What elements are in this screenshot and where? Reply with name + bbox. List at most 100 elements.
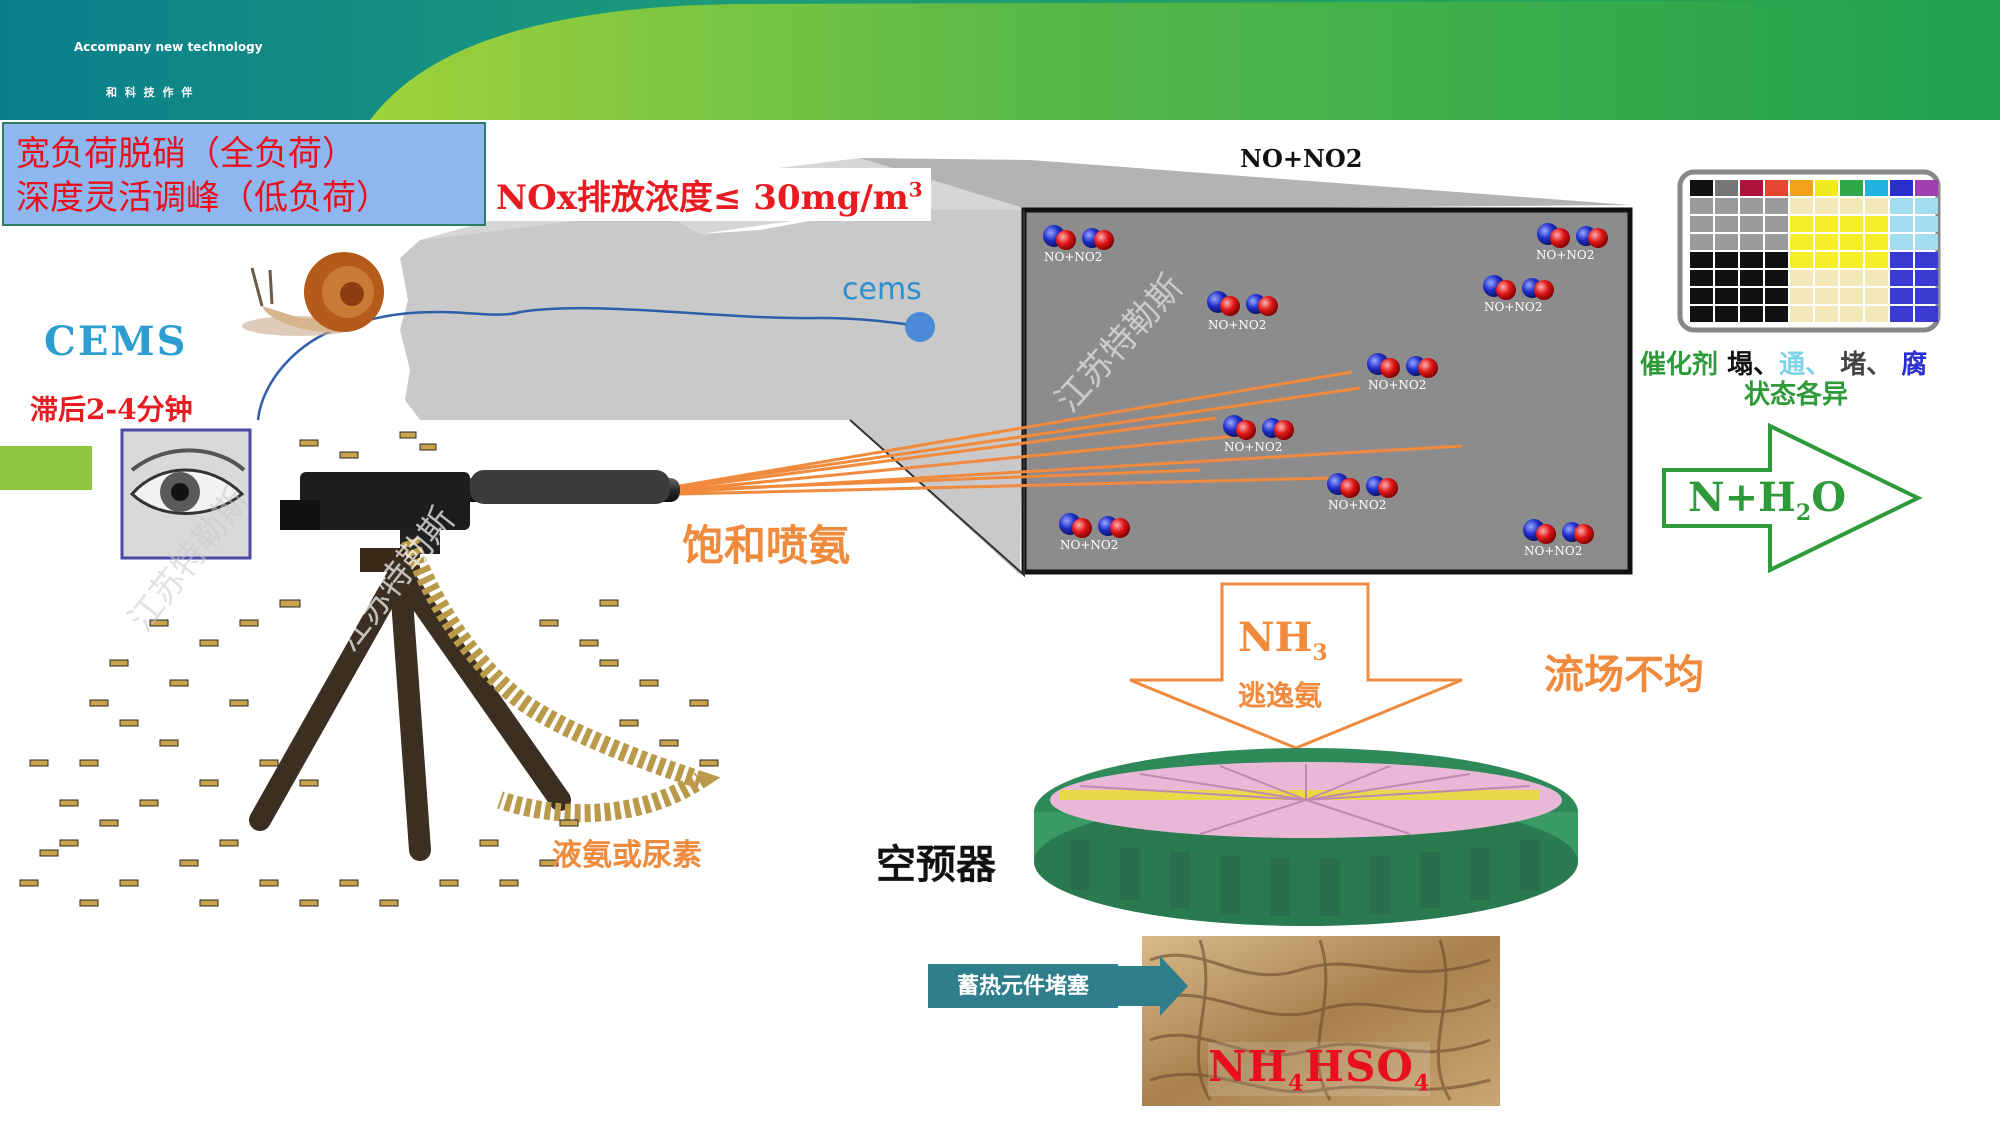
product-suffix: O (1811, 474, 1847, 521)
catalyst-cell (1815, 180, 1838, 196)
air-preheater-image (1034, 748, 1578, 926)
salt-mid: HSO (1304, 1042, 1414, 1091)
ammonia-slip-arrow (1129, 582, 1463, 750)
snail-icon (242, 252, 384, 336)
catalyst-cell (1840, 288, 1863, 304)
catalyst-cell (1840, 252, 1863, 268)
catalyst-cell (1865, 306, 1888, 322)
reagent-label: 液氨或尿素 (552, 838, 702, 873)
title-box: 宽负荷脱硝（全负荷） 深度灵活调峰（低负荷） (2, 122, 486, 226)
catalyst-cell (1890, 288, 1913, 304)
product-formula: N+H2O (1688, 474, 1846, 526)
ammonium-bisulfate-formula: NH4HSO4 (1208, 1042, 1431, 1097)
molecule-caption: NO+NO2 (1328, 498, 1387, 512)
header-banner (0, 0, 2000, 120)
molecule-caption: NO+NO2 (1208, 318, 1267, 332)
header-tagline-cn: 和 科 技 作 伴 (106, 86, 195, 99)
molecule-caption: NO+NO2 (1060, 538, 1119, 552)
catalyst-cell (1865, 252, 1888, 268)
fouled-element-image (1142, 936, 1500, 1106)
catalyst-cell (1890, 180, 1913, 196)
left-accent-bar (0, 446, 92, 490)
scr-reactor-box (1021, 207, 1633, 575)
catalyst-cell (1915, 198, 1938, 214)
catalyst-state-label: 催化剂 塌、通、 堵、 腐 (1640, 344, 1927, 381)
catalyst-cell (1690, 252, 1713, 268)
catalyst-cell (1790, 234, 1813, 250)
cems-probe-dot (905, 312, 935, 342)
catalyst-cell (1740, 306, 1763, 322)
catalyst-cell (1690, 198, 1713, 214)
catalyst-cell (1740, 270, 1763, 286)
ammonia-slip-label: 逃逸氨 (1238, 679, 1323, 712)
catalyst-cell (1740, 198, 1763, 214)
cems-delay-label: 滞后2-4分钟 (30, 393, 193, 426)
catalyst-cell (1790, 288, 1813, 304)
flue-duct (400, 210, 1025, 575)
catalyst-cell (1815, 234, 1838, 250)
catalyst-cell (1765, 270, 1788, 286)
ammonia-formula-sub: 3 (1312, 640, 1328, 666)
catalyst-cell (1715, 180, 1738, 196)
catalyst-cell (1815, 252, 1838, 268)
catalyst-cell (1915, 234, 1938, 250)
eye-image (120, 428, 252, 560)
catalyst-state-label-2: 状态各异 (1744, 380, 1849, 410)
molecule-caption: NO+NO2 (1524, 544, 1583, 558)
catalyst-cell (1740, 252, 1763, 268)
flow-nonuniform-label: 流场不均 (1544, 651, 1704, 698)
catalyst-cell (1815, 306, 1838, 322)
catalyst-cell (1890, 216, 1913, 232)
catalyst-cell (1865, 216, 1888, 232)
catalyst-cell (1765, 216, 1788, 232)
catalyst-cell (1915, 288, 1938, 304)
catalyst-clog: 堵、 (1840, 350, 1893, 380)
molecule-caption: NO+NO2 (1484, 300, 1543, 314)
catalyst-cell (1765, 234, 1788, 250)
ammonia-spray-label: 饱和喷氨 (682, 521, 851, 570)
catalyst-cell (1865, 270, 1888, 286)
catalyst-cell (1715, 234, 1738, 250)
machine-gun-image (249, 470, 721, 861)
catalyst-cell (1740, 288, 1763, 304)
ammonia-formula: NH3 (1238, 614, 1328, 666)
molecule-caption: NO+NO2 (1368, 378, 1427, 392)
catalyst-cell (1740, 180, 1763, 196)
nox-limit-text: NOx排放浓度≤ 30mg/m (496, 178, 909, 218)
catalyst-cell (1765, 306, 1788, 322)
catalyst-cell (1715, 306, 1738, 322)
catalyst-cell (1865, 198, 1888, 214)
catalyst-cell (1815, 198, 1838, 214)
catalyst-cell (1690, 180, 1713, 196)
catalyst-cell (1840, 306, 1863, 322)
catalyst-cell (1790, 252, 1813, 268)
catalyst-cell (1715, 288, 1738, 304)
catalyst-cell (1915, 270, 1938, 286)
catalyst-cell (1815, 270, 1838, 286)
catalyst-cell (1790, 216, 1813, 232)
catalyst-cell (1715, 216, 1738, 232)
reactor-roof (860, 158, 1630, 210)
reactor-edge (849, 210, 1025, 578)
air-preheater-label: 空预器 (876, 841, 996, 888)
catalyst-cell (1790, 198, 1813, 214)
salt-prefix: NH (1208, 1042, 1289, 1091)
catalyst-cell (1815, 216, 1838, 232)
title-line-full-load: 宽负荷脱硝（全负荷） (16, 134, 356, 174)
ammonia-spray-lines (679, 370, 1463, 496)
catalyst-cell (1840, 180, 1863, 196)
catalyst-cell (1915, 306, 1938, 322)
catalyst-corrode: 腐 (1901, 350, 1928, 380)
title-line-low-load: 深度灵活调峰（低负荷） (16, 178, 390, 218)
catalyst-cell (1740, 216, 1763, 232)
catalyst-cell (1790, 180, 1813, 196)
catalyst-cell (1790, 306, 1813, 322)
product-arrow (1662, 422, 1923, 574)
catalyst-cell (1865, 234, 1888, 250)
reactor-top-label: NO+NO2 (1240, 144, 1363, 173)
catalyst-cell (1840, 270, 1863, 286)
salt-sub1: 4 (1288, 1070, 1305, 1097)
catalyst-cell (1915, 252, 1938, 268)
catalyst-cell (1715, 198, 1738, 214)
cems-title: CEMS (44, 318, 188, 365)
